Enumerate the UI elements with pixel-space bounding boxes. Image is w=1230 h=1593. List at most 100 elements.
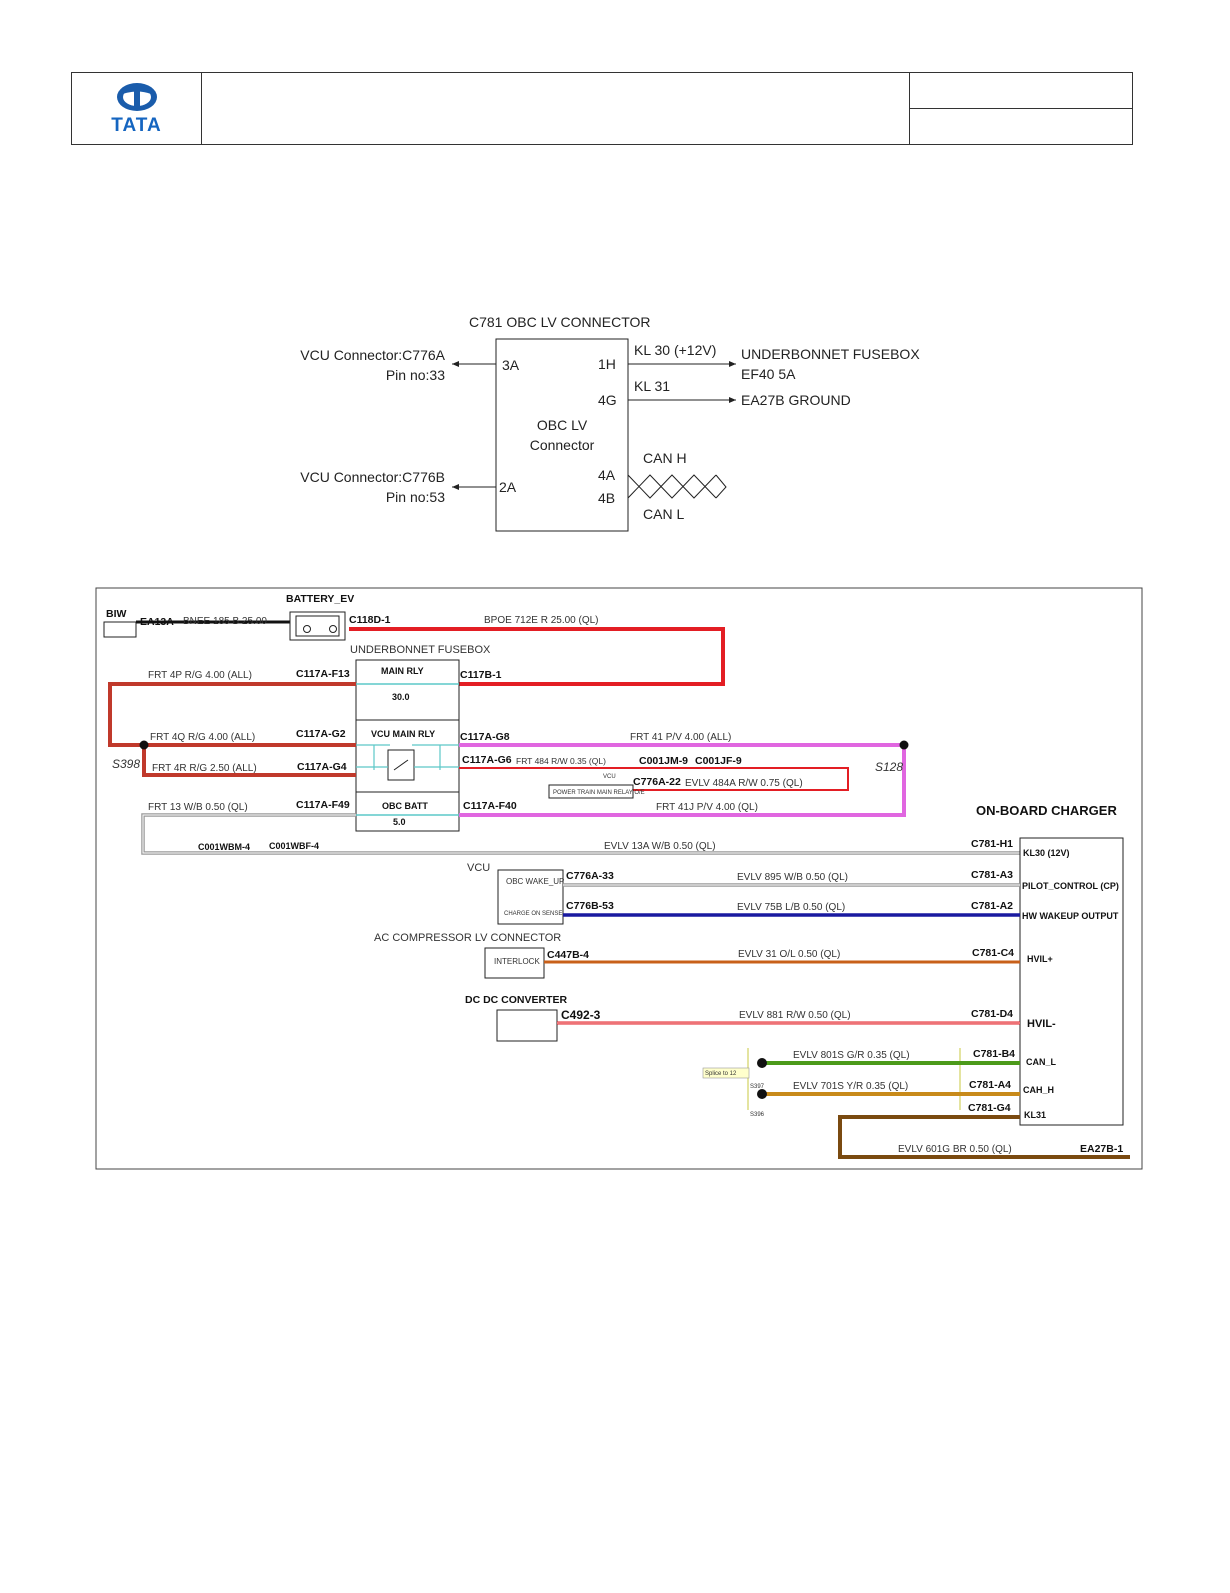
evlv895-label: EVLV 895 W/B 0.50 (QL) xyxy=(737,872,848,883)
ea13a-label: EA13A- xyxy=(140,616,178,628)
tata-logo: TATA xyxy=(72,73,202,144)
kl30-label: KL 30 (+12V) xyxy=(634,342,716,358)
obc-box-label-1: OBC LV xyxy=(537,417,588,433)
bnee-wire-label: BNEE 185 B 25.00 xyxy=(183,616,267,627)
c117b1-label: C117B-1 xyxy=(460,669,502,681)
c781-a2-label: C781-A2 xyxy=(971,900,1013,912)
pt-relay-box xyxy=(548,784,634,799)
evlv75b-label: EVLV 75B L/B 0.50 (QL) xyxy=(737,902,845,913)
evlv701s-label: EVLV 701S Y/R 0.35 (QL) xyxy=(793,1081,908,1092)
c447b4-label: C447B-4 xyxy=(547,949,589,961)
splice-s398 xyxy=(139,740,149,750)
obc-batt-label: OBC BATT xyxy=(382,801,428,811)
can-bracket xyxy=(747,1048,961,1110)
evlv801s-label: EVLV 801S G/R 0.35 (QL) xyxy=(793,1050,910,1061)
vcu-b-label-1: VCU Connector:C776B xyxy=(300,469,445,485)
pilot-control-label: PILOT_CONTROL (CP) xyxy=(1022,881,1119,891)
c117a-f13-label: C117A-F13 xyxy=(296,668,350,680)
c001jm9-label: C001JM-9 xyxy=(639,755,688,767)
hvil-plus-label: HVIL+ xyxy=(1027,954,1053,964)
s398-label: S398 xyxy=(112,757,140,771)
c781-g4-label: C781-G4 xyxy=(968,1102,1011,1114)
charge-on-sense-label: CHARGE ON SENSE xyxy=(504,911,562,917)
frt4r-label: FRT 4R R/G 2.50 (ALL) xyxy=(152,763,257,774)
fusebox-label-1: UNDERBONNET FUSEBOX xyxy=(741,346,920,362)
hvil-minus-label: HVIL- xyxy=(1027,1018,1056,1030)
vcu-b-label-2: Pin no:53 xyxy=(386,489,445,505)
pin-4a: 4A xyxy=(598,467,616,483)
evlv881-label: EVLV 881 R/W 0.50 (QL) xyxy=(739,1010,851,1021)
fusebox-label-2: EF40 5A xyxy=(741,366,796,382)
main-rly-label: MAIN RLY xyxy=(381,666,424,676)
main-rly-value: 30.0 xyxy=(392,692,410,702)
wire-frt41 xyxy=(459,743,906,817)
can-l-label: CAN L xyxy=(643,506,684,522)
tata-emblem-icon xyxy=(116,82,157,111)
document-header: TATA xyxy=(71,72,1133,145)
frt41j-label: FRT 41J P/V 4.00 (QL) xyxy=(656,802,758,813)
wire-evlv601g xyxy=(838,1115,1130,1159)
pin-4b: 4B xyxy=(598,490,615,506)
obc-batt-value: 5.0 xyxy=(393,817,406,827)
frt484-label: FRT 484 R/W 0.35 (QL) xyxy=(516,756,606,766)
c776a22-label: C776A-22 xyxy=(633,776,681,788)
c781-h1-label: C781-H1 xyxy=(971,838,1013,850)
s397-label: S397 xyxy=(750,1084,765,1090)
battery-cells xyxy=(295,615,340,637)
can-h-label: CAN H xyxy=(643,450,687,466)
dcdc-label: DC DC CONVERTER xyxy=(465,994,568,1006)
twist-note-label: Splice to 12 xyxy=(705,1071,737,1077)
battery-neg-terminal-icon xyxy=(303,625,311,633)
c001wbm4-label: C001WBM-4 xyxy=(198,842,250,852)
c117a-f49-label: C117A-F49 xyxy=(296,799,350,811)
ac-compressor-label: AC COMPRESSOR LV CONNECTOR xyxy=(374,932,561,944)
obc-title: ON-BOARD CHARGER xyxy=(976,803,1117,818)
dcdc-box xyxy=(496,1009,558,1042)
obc-block-diagram: C781 OBC LV CONNECTOR OBC LV Connector 3… xyxy=(300,314,920,532)
frt41-label: FRT 41 P/V 4.00 (ALL) xyxy=(630,732,731,743)
c117a-g6-label: C117A-G6 xyxy=(462,754,512,766)
pin-1h: 1H xyxy=(598,356,616,372)
c781-c4-label: C781-C4 xyxy=(972,947,1014,959)
c781-b4-label: C781-B4 xyxy=(973,1048,1015,1060)
c781-d4-label: C781-D4 xyxy=(971,1008,1013,1020)
tata-wordmark: TATA xyxy=(111,114,162,136)
evlv31-label: EVLV 31 O/L 0.50 (QL) xyxy=(738,949,840,960)
block-title: C781 OBC LV CONNECTOR xyxy=(469,314,651,330)
header-right-cell xyxy=(910,73,1132,144)
vcu-a-label-1: VCU Connector:C776A xyxy=(300,347,445,363)
relay-switch-icon xyxy=(393,759,409,771)
evlv601g-label: EVLV 601G BR 0.50 (QL) xyxy=(898,1144,1012,1155)
kl31-pin-label: KL31 xyxy=(1024,1110,1046,1120)
vcu-label: VCU xyxy=(467,862,490,874)
c118d-label: C118D-1 xyxy=(349,614,391,626)
bpoe-wire-label: BPOE 712E R 25.00 (QL) xyxy=(484,615,599,626)
kl31-label: KL 31 xyxy=(634,378,670,394)
header-right-top xyxy=(910,73,1132,109)
can-l-pin-label: CAN_L xyxy=(1026,1057,1057,1067)
s128-label: S128 xyxy=(875,760,903,774)
c117a-f40-label: C117A-F40 xyxy=(463,800,517,812)
vcu-main-rly-label: VCU MAIN RLY xyxy=(371,729,435,739)
c781-a3-label: C781-A3 xyxy=(971,869,1013,881)
c776a33-label: C776A-33 xyxy=(566,870,614,882)
cah-h-pin-label: CAH_H xyxy=(1023,1085,1054,1095)
pin-3a: 3A xyxy=(502,357,520,373)
obc-wake-up-label: OBC WAKE_UP xyxy=(506,877,564,886)
fusebox-label: UNDERBONNET FUSEBOX xyxy=(350,644,491,656)
s396-label: S396 xyxy=(750,1112,765,1118)
hw-wakeup-label: HW WAKEUP OUTPUT xyxy=(1022,911,1119,921)
obc-lv-box xyxy=(495,338,629,532)
splice-s128 xyxy=(899,740,909,750)
c117a-g2-label: C117A-G2 xyxy=(296,728,346,740)
frt4p-label: FRT 4P R/G 4.00 (ALL) xyxy=(148,670,252,681)
ground-label: EA27B GROUND xyxy=(741,392,851,408)
on-board-charger-box xyxy=(1019,837,1124,1126)
wire-frt484 xyxy=(459,767,849,791)
wire-bpoe xyxy=(349,627,725,686)
battery-label: BATTERY_EV xyxy=(286,593,354,605)
pin-4g: 4G xyxy=(598,392,617,408)
wiring-diagram: BIW EA13A- BNEE 185 B 25.00 BATTERY_EV C… xyxy=(95,587,1143,1170)
c492-3-label: C492-3 xyxy=(561,1008,601,1022)
